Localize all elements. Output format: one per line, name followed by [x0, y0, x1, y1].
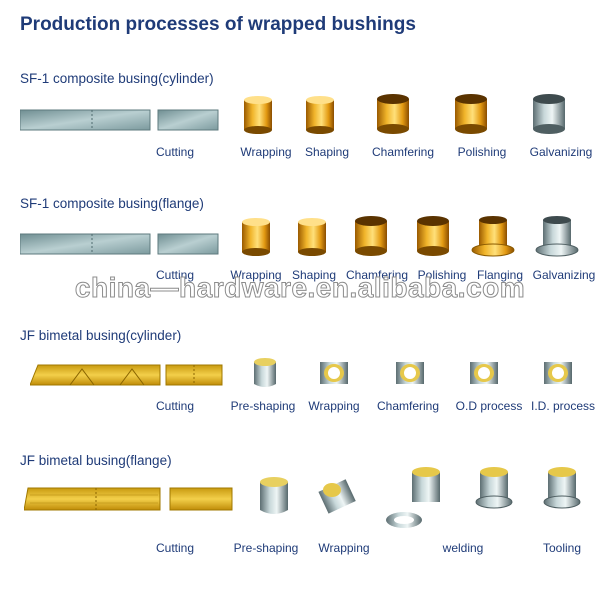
bronze-bushing-icon	[417, 216, 449, 256]
step-label: Galvanizing	[532, 268, 596, 282]
bronze-bushing-icon	[377, 94, 409, 134]
step-label: Pre-shaping	[233, 541, 299, 555]
step-label: welding	[442, 541, 484, 555]
bimetal-strip-illustration	[30, 364, 223, 386]
bronze-bushing-icon	[242, 218, 270, 256]
steel-bushing-icon	[544, 362, 572, 384]
section-title-jf-cylinder: JF bimetal busing(cylinder)	[20, 328, 182, 343]
step-label: Cutting	[155, 145, 195, 159]
steel-bushing-icon	[533, 94, 565, 134]
flanged-steel-bushing-icon	[543, 467, 581, 509]
step-label: Chamfering	[345, 268, 409, 282]
flanged-bushing-and-washer-icon	[386, 467, 440, 528]
watermark: china—hardware.en.alibaba.com	[74, 272, 526, 304]
bronze-bushing-icon	[244, 96, 272, 134]
step-label: Wrapping	[230, 268, 282, 282]
flanged-bronze-bushing-icon	[471, 216, 515, 257]
step-label: Chamfering	[371, 145, 435, 159]
step-label: Polishing	[457, 145, 507, 159]
bronze-bushing-icon	[298, 218, 326, 256]
step-label: Cutting	[155, 268, 195, 282]
steel-bushing-icon	[396, 362, 424, 384]
step-label: Chamfering	[376, 399, 440, 413]
bronze-bushing-icon	[355, 216, 387, 256]
step-label: I.D. process	[530, 399, 596, 413]
step-label: Tooling	[542, 541, 582, 555]
step-label: O.D process	[455, 399, 523, 413]
step-label: Flanging	[476, 268, 524, 282]
step-label: Shaping	[304, 145, 350, 159]
step-label: Cutting	[155, 399, 195, 413]
step-label: Wrapping	[308, 399, 360, 413]
step-label: Wrapping	[240, 145, 292, 159]
open-steel-bushing-icon	[260, 477, 288, 514]
step-label: Wrapping	[318, 541, 370, 555]
step-label: Shaping	[291, 268, 337, 282]
step-label: Galvanizing	[529, 145, 593, 159]
section-title-jf-flange: JF bimetal busing(flange)	[20, 453, 172, 468]
steel-bushing-icon	[320, 362, 348, 384]
section-title-sf1-flange: SF-1 composite busing(flange)	[20, 196, 204, 211]
steel-bushing-icon	[318, 479, 356, 514]
metal-strip-illustration	[20, 109, 219, 131]
step-label: Cutting	[155, 541, 195, 555]
open-steel-bushing-icon	[254, 358, 276, 387]
flanged-steel-bushing-icon	[475, 467, 513, 509]
bimetal-strip-illustration	[24, 487, 233, 511]
section-title-sf1-cylinder: SF-1 composite busing(cylinder)	[20, 71, 214, 86]
step-label: Pre-shaping	[230, 399, 296, 413]
steel-bushing-icon	[470, 362, 498, 384]
step-label: Polishing	[417, 268, 467, 282]
metal-strip-illustration	[20, 233, 219, 255]
page-title: Production processes of wrapped bushings	[20, 14, 416, 35]
bronze-bushing-icon	[455, 94, 487, 134]
bronze-bushing-icon	[306, 96, 334, 134]
flanged-steel-bushing-icon	[535, 216, 579, 257]
